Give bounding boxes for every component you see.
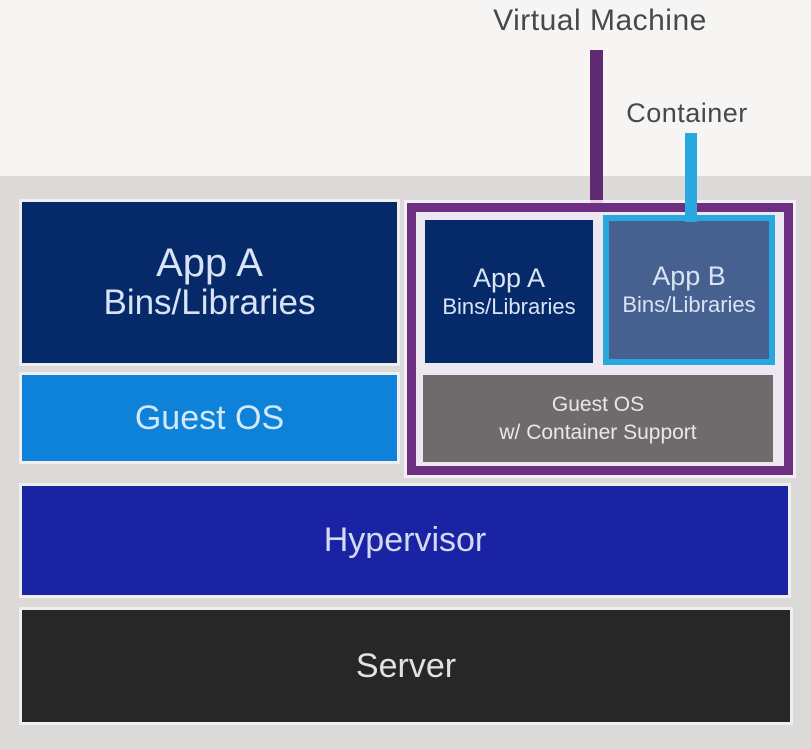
- guest-os-label: Guest OS: [134, 398, 285, 437]
- server-label: Server: [355, 646, 457, 685]
- container-label: Container: [626, 98, 748, 128]
- top-band: [0, 0, 811, 176]
- hypervisor-block: Hypervisor: [22, 486, 788, 595]
- guest-os-block: Guest OS: [22, 375, 397, 461]
- server-block: Server: [22, 610, 790, 722]
- guest-os-container-support-block: Guest OS w/ Container Support: [423, 375, 773, 462]
- left-app-a-title: App A: [156, 241, 263, 286]
- app-b-subtitle: Bins/Libraries: [622, 292, 756, 318]
- virtual-machine-group-inner: App A Bins/Libraries App B Bins/Librarie…: [416, 212, 784, 466]
- guest-os-cs-line2: w/ Container Support: [499, 420, 697, 444]
- vm-app-a-subtitle: Bins/Libraries: [442, 293, 576, 319]
- hypervisor-label: Hypervisor: [323, 521, 487, 559]
- vm-app-a-block: App A Bins/Libraries: [425, 220, 593, 363]
- vm-app-a-title: App A: [472, 262, 546, 293]
- virtual-machine-connector-line: [590, 50, 603, 205]
- virtual-machine-group: App A Bins/Libraries App B Bins/Librarie…: [407, 203, 793, 475]
- left-app-a-block: App A Bins/Libraries: [22, 202, 397, 363]
- guest-os-cs-line1: Guest OS: [551, 393, 645, 417]
- virtual-machine-label: Virtual Machine: [493, 4, 707, 37]
- container-app-b-block: App B Bins/Libraries: [603, 215, 775, 365]
- container-connector-line: [685, 133, 697, 222]
- app-b-title: App B: [652, 261, 726, 292]
- left-app-a-subtitle: Bins/Libraries: [103, 283, 316, 323]
